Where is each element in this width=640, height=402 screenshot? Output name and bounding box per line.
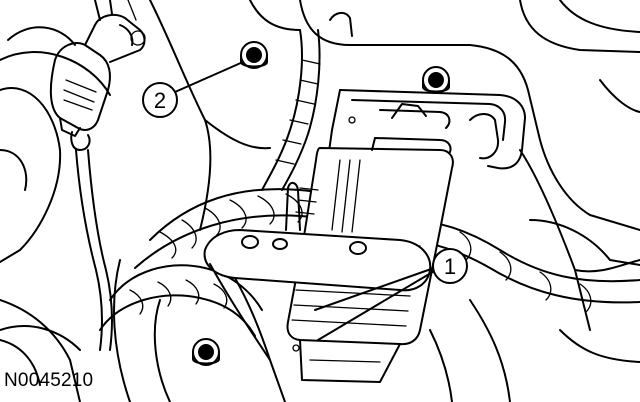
callout-2-label: 2	[154, 88, 166, 113]
callout-2: 2	[142, 82, 178, 118]
bolt-upper-right	[422, 66, 450, 94]
callout-1-label: 1	[444, 254, 456, 279]
bolt-lower	[192, 338, 220, 366]
front-brace-bar	[203, 228, 432, 402]
callout-1-leaders	[314, 267, 437, 341]
figure-id: N0045210	[4, 370, 94, 391]
callout-2-leader	[174, 61, 244, 93]
vacuum-hose	[75, 149, 114, 351]
callout-1: 1	[432, 248, 468, 284]
bolt-upper-left	[240, 41, 268, 69]
upper-left-sensor-assembly	[49, 0, 146, 151]
